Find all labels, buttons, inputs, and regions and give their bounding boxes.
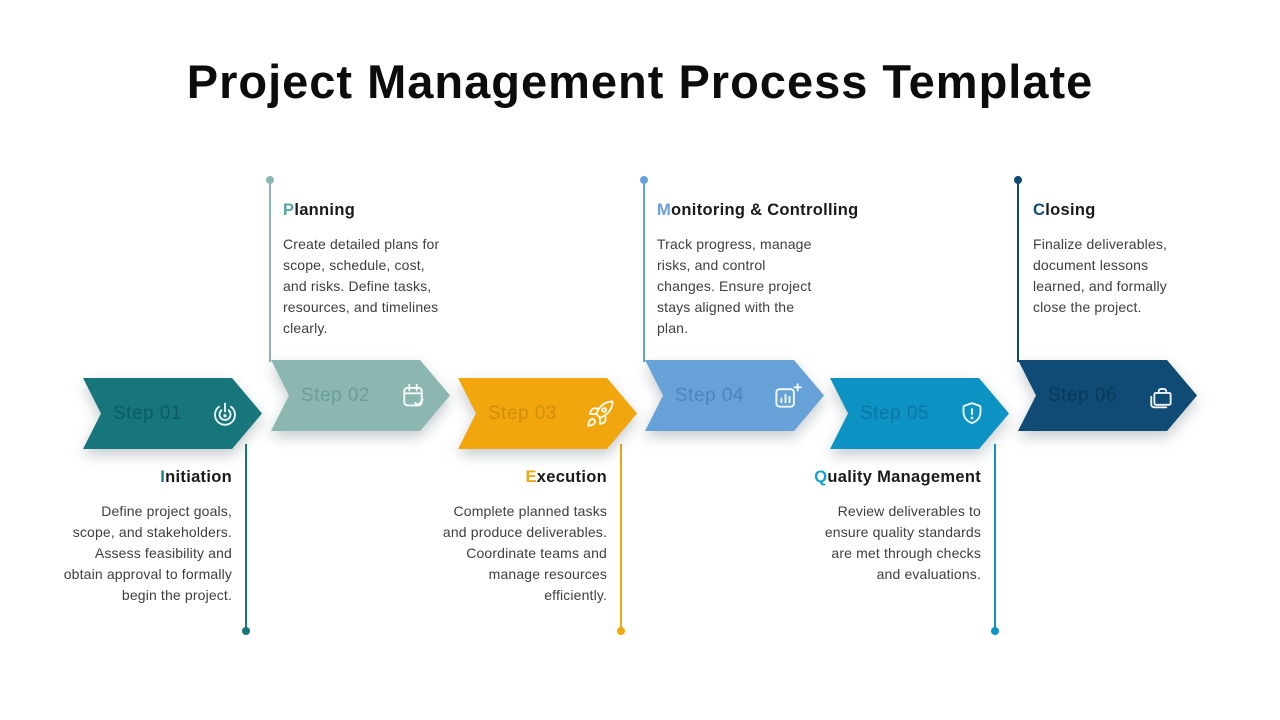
connector-dot xyxy=(991,627,999,635)
chart-plus-icon xyxy=(772,381,802,411)
rocket-icon xyxy=(585,399,615,429)
step-description: Define project goals, scope, and stakeho… xyxy=(63,503,232,603)
step-heading: Quality Management xyxy=(814,468,981,486)
connector-dot xyxy=(242,627,250,635)
briefcase-icon xyxy=(1145,381,1175,411)
shield-alert-icon xyxy=(957,399,987,429)
connector-line xyxy=(269,180,271,362)
step-details: Execution Complete planned tasks and pro… xyxy=(437,468,607,606)
step-description: Review deliverables to ensure quality st… xyxy=(824,503,981,582)
step-label: Step 03 xyxy=(488,402,557,424)
step-arrow[interactable]: Step 03 xyxy=(458,378,637,449)
step-description: Create detailed plans for scope, schedul… xyxy=(283,236,440,336)
step-label: Step 01 xyxy=(113,402,182,424)
step-details: Closing Finalize deliverables, document … xyxy=(1033,201,1191,318)
step-arrow[interactable]: Step 06 xyxy=(1018,360,1197,431)
calendar-check-icon xyxy=(398,381,428,411)
connector-dot xyxy=(617,627,625,635)
step-details: Initiation Define project goals, scope, … xyxy=(62,468,232,606)
connector-dot xyxy=(1014,176,1022,184)
step-label: Step 04 xyxy=(675,384,744,406)
connector-line xyxy=(643,180,645,362)
step-label: Step 02 xyxy=(301,384,370,406)
step-details: Quality Management Review deliverables t… xyxy=(814,468,981,585)
step-heading: Monitoring & Controlling xyxy=(657,201,859,219)
step-arrow[interactable]: Step 01 xyxy=(83,378,262,449)
step-arrow[interactable]: Step 04 xyxy=(645,360,824,431)
connector-dot xyxy=(266,176,274,184)
connector-dot xyxy=(640,176,648,184)
step-heading: Initiation xyxy=(160,468,232,486)
step-heading: Planning xyxy=(283,201,356,219)
step-details: Planning Create detailed plans for scope… xyxy=(283,201,441,339)
power-alert-icon xyxy=(210,399,240,429)
step-details: Monitoring & Controlling Track progress,… xyxy=(657,201,859,339)
step-description: Track progress, manage risks, and contro… xyxy=(657,236,812,336)
step-arrow[interactable]: Step 02 xyxy=(271,360,450,431)
step-heading: Closing xyxy=(1033,201,1096,219)
connector-line xyxy=(620,444,622,631)
step-label: Step 06 xyxy=(1048,384,1117,406)
page-title: Project Management Process Template xyxy=(186,55,1094,108)
connector-line xyxy=(1017,180,1019,362)
step-description: Complete planned tasks and produce deliv… xyxy=(442,503,607,603)
step-description: Finalize deliverables, document lessons … xyxy=(1033,236,1168,315)
step-heading: Execution xyxy=(525,468,607,486)
connector-line xyxy=(245,444,247,631)
step-label: Step 05 xyxy=(860,402,929,424)
connector-line xyxy=(994,444,996,631)
step-arrow[interactable]: Step 05 xyxy=(830,378,1009,449)
